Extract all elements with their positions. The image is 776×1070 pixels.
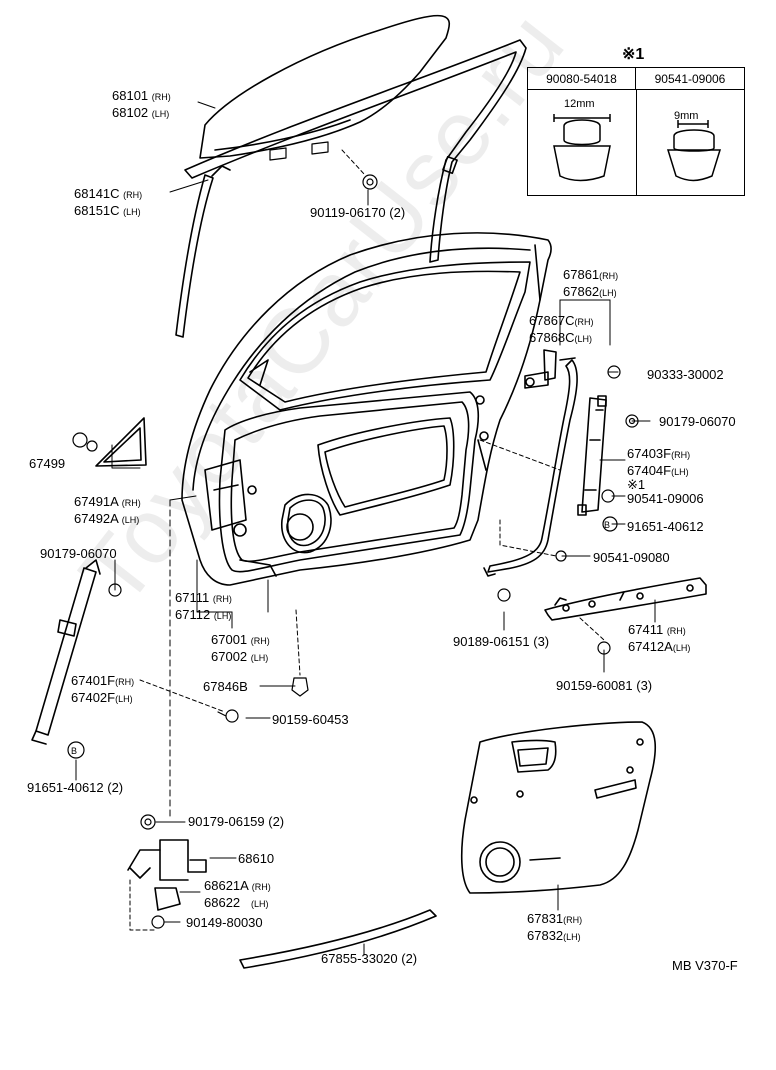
label-corner-cover: 67491A (RH) 67492A (LH) (74, 494, 141, 526)
window-glass-part (199, 14, 451, 159)
label-hinge-lower: 68621A (RH) 68622 (LH) (204, 878, 271, 910)
door-reinforcement (544, 577, 707, 621)
label-bolt-c: 90149-80030 (186, 915, 263, 930)
callout-clip-illustrations (553, 114, 722, 182)
label-clip-a: 90333-30002 (647, 367, 724, 382)
callout-dimension-a: 12mm (564, 98, 595, 110)
clip-bracket-part (543, 349, 557, 381)
label-glass-bolt: 90119-06170 (2) (310, 205, 406, 220)
belt-molding-part (239, 909, 437, 969)
label-nut-c: 90179-06159 (2) (188, 814, 285, 829)
label-clip-b: 90541-09006 (627, 491, 704, 506)
label-nut-a: 90179-06070 (659, 414, 736, 429)
label-nut-b: 90179-06070 (40, 546, 117, 561)
callout-part-a: 90080-54018 (528, 68, 636, 90)
rear-window-channel (581, 397, 607, 513)
door-trim-board (460, 721, 657, 894)
label-clip-bracket: 67867C(RH) 67868C(LH) (529, 313, 594, 345)
label-screw-a: 90189-06151 (3) (453, 634, 550, 649)
run-channel-part (175, 174, 214, 338)
svg-text:B: B (604, 520, 610, 530)
callout-box: 90080-54018 90541-09006 12mm 9mm (527, 67, 745, 196)
label-bolt-b: 90159-60453 (272, 712, 349, 727)
label-reinforcement: 67411 (RH) 67412A(LH) (628, 622, 691, 654)
callout-title: ※1 (622, 46, 645, 63)
glass-run-channel (184, 39, 527, 263)
label-hole-plug: 67846B (203, 679, 248, 694)
door-hinge-part (159, 839, 207, 881)
label-hinge: 68610 (238, 851, 275, 866)
svg-text:B: B (71, 746, 77, 756)
door-weatherstrip (487, 359, 578, 573)
reference-code: MB V370-F (672, 958, 738, 973)
callout-dimension-b: 9mm (674, 110, 699, 122)
label-seal-part: 67499 (29, 456, 66, 471)
front-window-channel (35, 567, 97, 736)
label-belt-molding: 67855-33020 (2) (321, 951, 418, 966)
label-trim-board: 67831(RH) 67832(LH) (527, 911, 583, 943)
label-run-channel: 68141C (RH) 68151C (LH) (74, 186, 143, 218)
label-front-channel: 67401F(RH) 67402F(LH) (71, 673, 135, 705)
corner-cover-part (95, 417, 147, 467)
door-shell-outline (181, 232, 552, 586)
label-clip-c: 90541-09080 (593, 550, 670, 565)
label-door-assy: 67001 (RH) 67002 (LH) (211, 632, 270, 664)
callout-part-b: 90541-09006 (636, 68, 744, 90)
label-bolt-a: 90159-60081 (3) (556, 678, 653, 693)
label-clip-b-mark: ※1 (627, 477, 646, 492)
label-rear-channel: 67403F(RH) 67404F(LH) (627, 446, 691, 478)
label-plug-a: 91651-40612 (627, 519, 704, 534)
label-weatherstrip: 67861(RH) 67862(LH) (563, 267, 619, 299)
label-glass: 68101 (RH) 68102 (LH) (112, 88, 171, 120)
label-plug-b: 91651-40612 (2) (27, 780, 124, 795)
label-door-shell: 67111 (RH) 67112 (LH) (175, 590, 232, 622)
